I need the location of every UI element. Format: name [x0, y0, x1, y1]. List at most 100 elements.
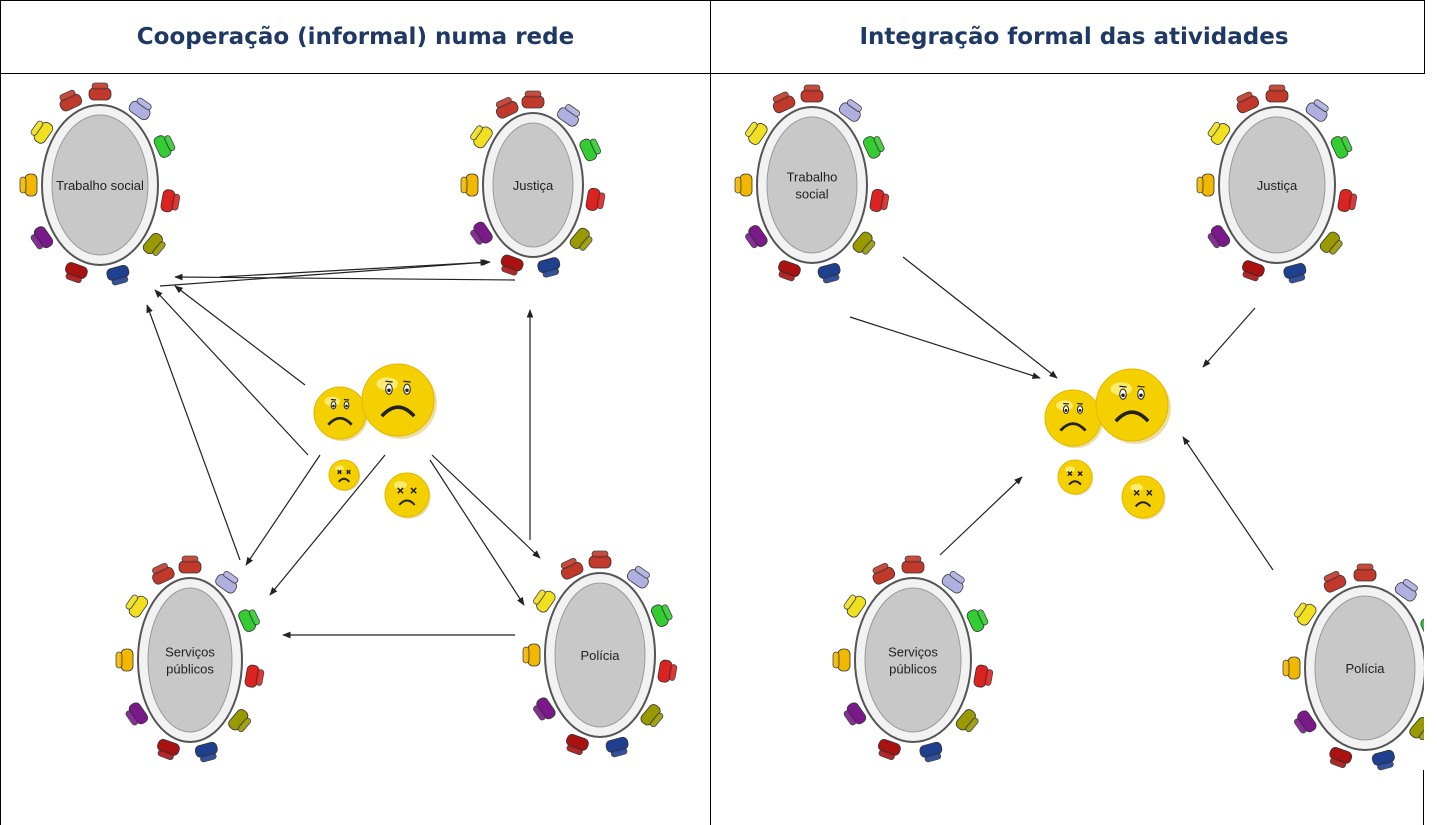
chair [178, 555, 202, 574]
table-justica: Justiça [1196, 84, 1358, 284]
frame-right-border [1424, 0, 1425, 73]
dizzy-face-icon [1057, 459, 1094, 496]
table-label: Justiça [1257, 178, 1298, 193]
chair [495, 97, 519, 119]
chair [1337, 188, 1358, 212]
chair [125, 702, 149, 726]
chair [901, 555, 925, 574]
chair [650, 604, 673, 627]
chair [973, 664, 994, 688]
dizzy-face-icon [384, 472, 431, 519]
chair [745, 121, 768, 145]
table-label: Trabalho [787, 170, 838, 185]
chair [1294, 602, 1317, 626]
chair [142, 232, 166, 256]
sad-face-icon [1095, 368, 1171, 444]
connection-arrow [939, 476, 1023, 556]
chair [1319, 231, 1343, 255]
chair [778, 260, 801, 282]
right-border-lower [1423, 770, 1424, 825]
dizzy-face-icon [1121, 475, 1166, 520]
connection-arrow [146, 304, 241, 561]
chair [872, 562, 896, 585]
chair [1236, 91, 1260, 114]
chair [128, 97, 152, 121]
chair [533, 589, 556, 613]
chair [605, 736, 629, 758]
chair [1394, 578, 1418, 602]
table-justica: Justiça [460, 90, 606, 278]
right-arrows [849, 256, 1274, 571]
chair [838, 99, 862, 122]
chair [579, 138, 602, 162]
connection-arrow [902, 256, 1058, 379]
chair [941, 570, 965, 594]
chair [640, 704, 664, 728]
chair [470, 221, 493, 245]
dizzy-face-icon [328, 459, 361, 492]
chair [157, 738, 180, 761]
frame-middle-divider [710, 0, 711, 825]
table-label: Justiça [513, 178, 554, 193]
chair [1323, 570, 1347, 593]
table-label: Trabalho social [56, 178, 144, 193]
connection-arrow [1202, 307, 1256, 368]
chair [521, 90, 545, 109]
chair [832, 648, 851, 672]
chair [919, 741, 943, 763]
chair [228, 709, 252, 733]
frame-top-border [0, 0, 1425, 1]
table-policia: Polícia [1282, 563, 1424, 771]
connection-arrow [849, 316, 1041, 379]
left-arrows [146, 259, 541, 639]
chair [869, 188, 890, 212]
table-label: Serviços [165, 645, 215, 660]
chair [966, 609, 989, 632]
chair [585, 187, 606, 211]
right-smileys [1044, 368, 1171, 520]
chair [588, 550, 612, 569]
chair [19, 173, 38, 197]
chair [657, 659, 678, 683]
chair [745, 225, 768, 249]
table-trabalho-social: Trabalho social [19, 82, 181, 286]
table-label: Polícia [580, 648, 620, 663]
connection-arrow [1182, 436, 1274, 571]
chair [817, 263, 841, 284]
chair [125, 594, 149, 618]
table-top [1228, 116, 1326, 254]
chair [215, 570, 239, 594]
left-smileys [313, 363, 437, 519]
chair [460, 173, 479, 197]
chair [244, 664, 265, 688]
chair [1207, 121, 1231, 145]
chair [1196, 173, 1215, 197]
chair [1265, 84, 1289, 103]
chair [522, 643, 541, 667]
table-top [147, 587, 233, 733]
chair [1294, 710, 1317, 734]
chair [772, 91, 796, 114]
connection-arrow [159, 259, 489, 287]
chair [1329, 746, 1353, 769]
connection-arrow [174, 273, 516, 281]
chair [1282, 656, 1301, 680]
sad-face-icon [361, 363, 437, 439]
connection-arrow [429, 459, 525, 606]
chair [194, 741, 218, 763]
chair [537, 257, 561, 278]
connection-arrow [269, 454, 386, 596]
connection-arrow [219, 259, 491, 278]
table-label: Serviços [888, 645, 938, 660]
chair [1242, 260, 1265, 282]
chair [533, 697, 556, 721]
chair [500, 254, 524, 276]
frame-left-border [0, 0, 1, 825]
table-top [864, 587, 962, 733]
chair [800, 84, 824, 103]
chair [955, 709, 979, 733]
